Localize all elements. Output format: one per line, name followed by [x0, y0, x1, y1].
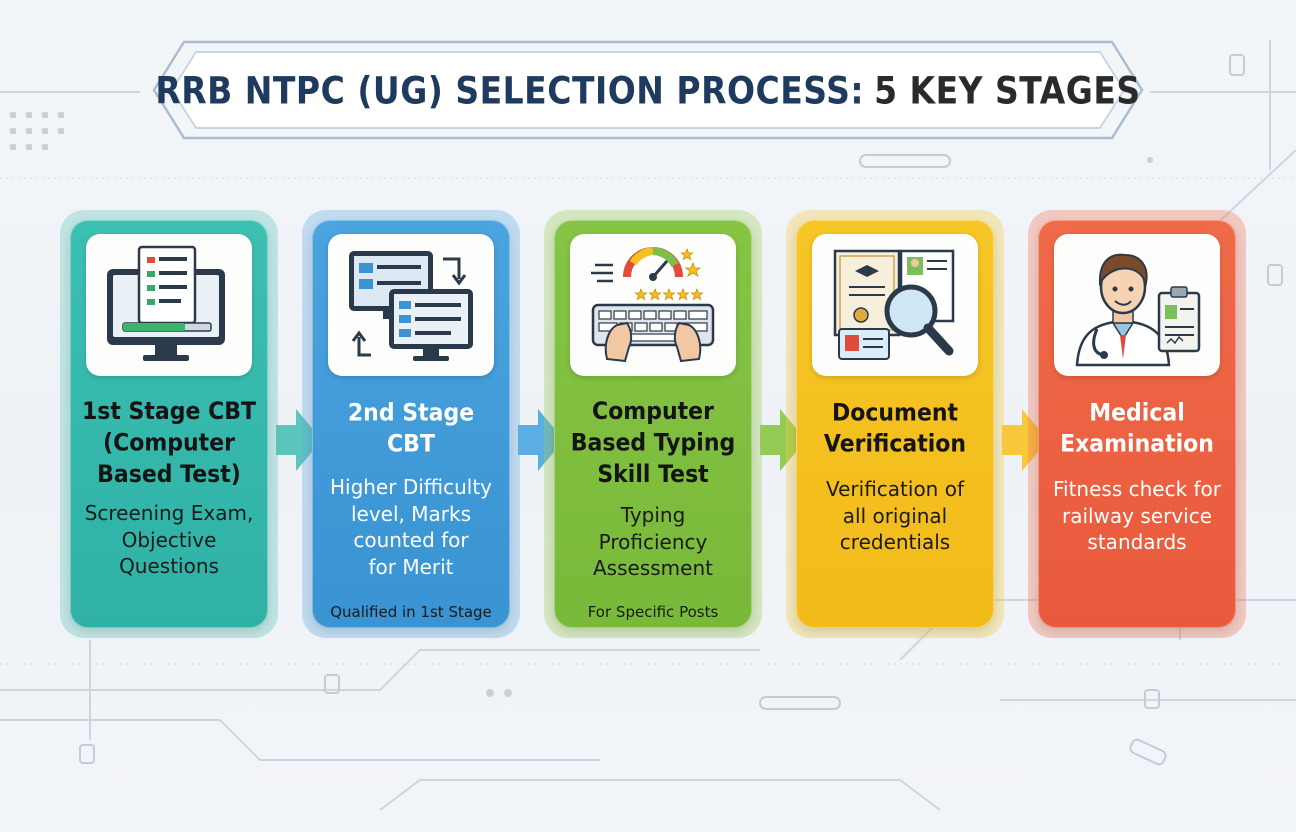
stage-card-2: 2nd Stage CBT Higher Difficulty level, M…: [302, 210, 520, 638]
stage-1-title: 1st Stage CBT (Computer Based Test): [81, 398, 257, 489]
stage-4-description: Verification of all original credentials: [825, 477, 964, 554]
stage-3-icon-tile: [570, 234, 736, 376]
page-title: RRB NTPC (UG) SELECTION PROCESS: 5 KEY S…: [152, 34, 1144, 146]
title-main: RRB NTPC (UG) SELECTION PROCESS:: [155, 68, 865, 112]
stage-4-icon-tile: [812, 234, 978, 376]
stage-5-description: Fitness check for railway service standa…: [1052, 477, 1222, 554]
computer-test-icon: [107, 245, 225, 361]
stage-card-4: Document Verification Verification of al…: [786, 210, 1004, 638]
stage-card-5: Medical Examination Fitness check for ra…: [1028, 210, 1246, 638]
two-computers-icon: [349, 251, 473, 361]
keyboard-typing-icon: [591, 247, 715, 363]
stage-card-3: Computer Based Typing Skill Test Typing …: [544, 210, 762, 638]
stage-2-icon-tile: [328, 234, 494, 376]
stage-2-note: Qualified in 1st Stage: [330, 603, 492, 621]
stage-card-1: 1st Stage CBT (Computer Based Test) Scre…: [60, 210, 278, 638]
stage-1-description: Screening Exam, Objective Questions: [84, 501, 254, 578]
stage-5-icon-tile: [1054, 234, 1220, 376]
title-accent: 5 KEY STAGES: [874, 68, 1141, 112]
arrow-right-icon: [760, 409, 806, 471]
doctor-icon: [1075, 253, 1201, 367]
stage-3-note: For Specific Posts: [587, 603, 719, 621]
title-banner-frame: [152, 40, 1144, 140]
document-magnifier-icon: [833, 249, 955, 360]
arrow-right-icon: [1002, 409, 1048, 471]
stage-1-icon-tile: [86, 234, 252, 376]
stage-3-description: Typing Proficiency Assessment: [593, 503, 713, 580]
stage-2-title: 2nd Stage CBT: [347, 399, 475, 459]
stage-3-title: Computer Based Typing Skill Test: [570, 398, 736, 489]
stage-2-description: Higher Difficulty level, Marks counted f…: [329, 475, 493, 579]
stage-5-title: Medical Examination: [1060, 399, 1214, 459]
title-banner: RRB NTPC (UG) SELECTION PROCESS: 5 KEY S…: [152, 40, 1144, 140]
stage-4-title: Document Verification: [823, 399, 967, 459]
arrow-right-icon: [518, 409, 564, 471]
arrow-right-icon: [276, 409, 322, 471]
